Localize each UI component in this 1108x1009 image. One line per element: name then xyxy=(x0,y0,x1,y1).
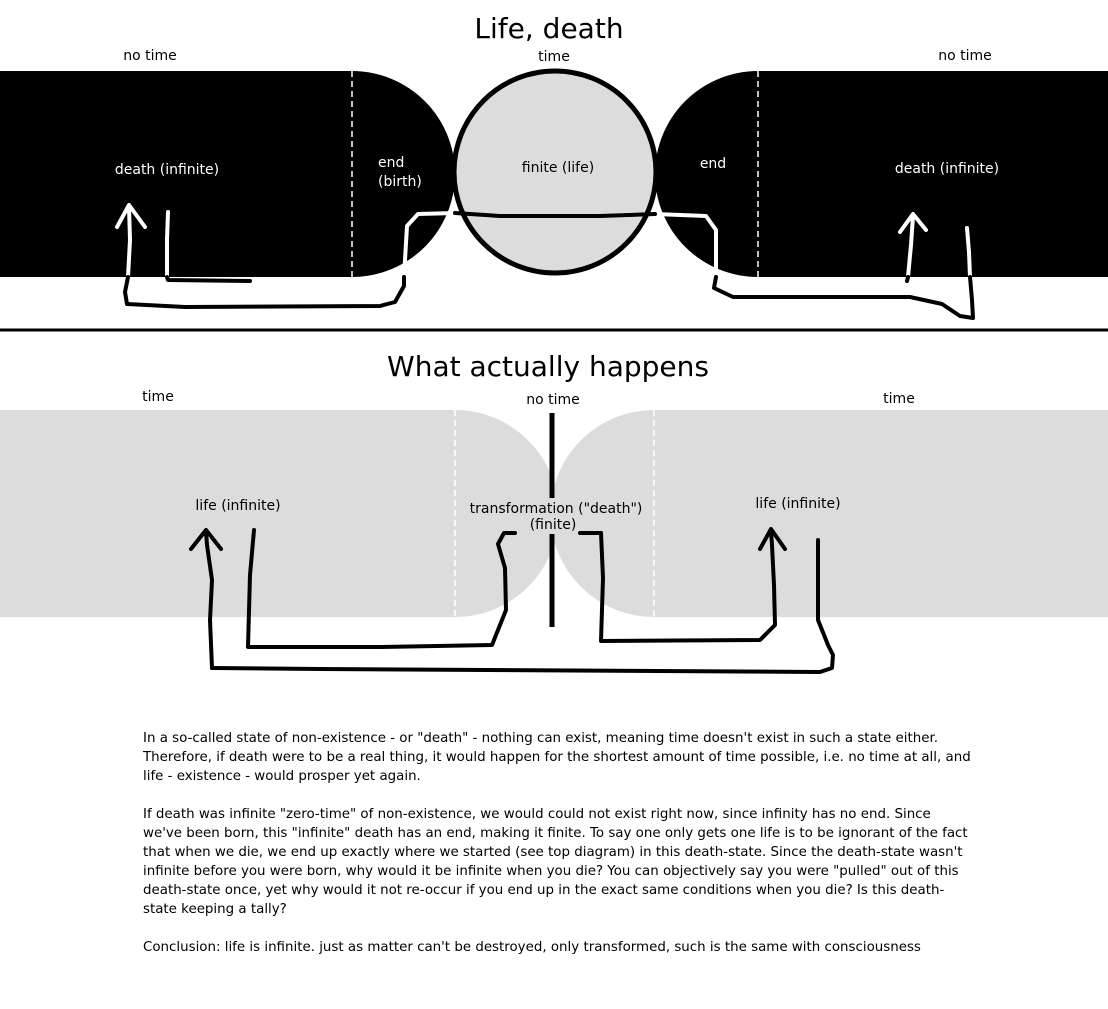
bottom-label-time-right: time xyxy=(883,391,915,407)
death-region-left xyxy=(0,71,455,277)
top-label-end-birth-1: end xyxy=(378,155,404,171)
top-label-end: end xyxy=(700,156,726,172)
top-label-death-right: death (infinite) xyxy=(895,161,999,177)
essay-text: In a so-called state of non-existence - … xyxy=(143,729,973,976)
top-link-white-left xyxy=(402,211,457,279)
top-label-no-time-right: no time xyxy=(938,48,992,64)
top-diagram-title: Life, death xyxy=(474,12,623,45)
top-arrow-loop-right xyxy=(712,275,975,320)
top-arrow-right-up-white xyxy=(898,212,928,279)
top-label-death-left: death (infinite) xyxy=(115,162,219,178)
top-label-finite-life: finite (life) xyxy=(522,160,594,176)
bottom-label-transformation-2: (finite) xyxy=(530,517,577,533)
transformation-label-bg xyxy=(476,498,636,534)
top-diagram: Life, death no time time no time death (… xyxy=(0,12,1108,332)
bottom-arrow-right-up xyxy=(599,527,787,643)
top-label-time: time xyxy=(538,49,570,65)
life-region-left xyxy=(0,410,559,617)
death-region-right xyxy=(655,71,1108,277)
top-arrow-right-start-white xyxy=(965,226,972,279)
bottom-label-life-right: life (infinite) xyxy=(755,496,840,512)
top-link-through-circle xyxy=(453,211,657,218)
bottom-label-time-left: time xyxy=(142,389,174,405)
life-region-right xyxy=(550,410,1108,617)
bottom-arrow-left-start xyxy=(246,528,517,649)
top-arrow-left-start-white xyxy=(165,210,170,279)
bottom-label-transformation-1: transformation ("death") xyxy=(470,501,643,517)
top-arrow-loop xyxy=(123,275,406,309)
essay-paragraph-1: In a so-called state of non-existence - … xyxy=(143,731,971,784)
bottom-arrow-left-up xyxy=(189,528,223,670)
top-link-white-right xyxy=(653,212,718,279)
life-circle xyxy=(451,68,659,276)
top-label-end-birth-2: (birth) xyxy=(378,174,422,190)
essay-paragraph-2: If death was infinite "zero-time" of non… xyxy=(143,807,968,917)
bottom-label-no-time: no time xyxy=(526,392,580,408)
bottom-arrow-bottom-loop xyxy=(210,538,835,674)
top-label-no-time-left: no time xyxy=(123,48,177,64)
top-arrow-left-up-white xyxy=(115,203,147,279)
bottom-diagram: What actually happens time no time time … xyxy=(0,350,1108,674)
bottom-diagram-title: What actually happens xyxy=(387,350,709,383)
top-arrow-right-stem xyxy=(905,275,910,283)
top-arrow-start-left-bottom xyxy=(165,275,252,283)
bottom-label-life-left: life (infinite) xyxy=(195,498,280,514)
essay-paragraph-3: Conclusion: life is infinite. just as ma… xyxy=(143,940,921,955)
